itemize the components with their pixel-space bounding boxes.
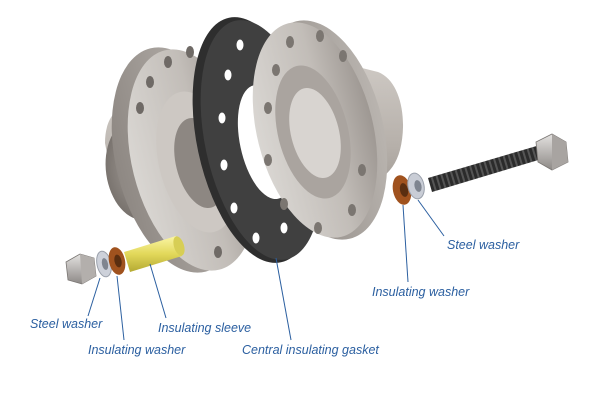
right-flange xyxy=(252,20,404,240)
label-insulating-washer-right: Insulating washer xyxy=(372,285,470,299)
leader-insulating-washer-right xyxy=(402,204,409,283)
label-steel-washer-left: Steel washer xyxy=(30,317,103,331)
left-bolt-assembly xyxy=(65,236,185,285)
leader-insulating-washer-left xyxy=(116,275,125,341)
right-nut xyxy=(535,133,569,171)
label-steel-washer-right: Steel washer xyxy=(447,238,520,252)
leader-insulating-sleeve xyxy=(149,263,167,319)
right-flange-bolt-holes xyxy=(264,30,366,234)
insulating-sleeve xyxy=(124,236,185,272)
leader-lines xyxy=(87,199,445,341)
leader-steel-washer-left xyxy=(87,277,101,317)
leader-central-gasket xyxy=(275,257,292,341)
stud-bolt xyxy=(428,145,545,192)
label-insulating-washer-left: Insulating washer xyxy=(88,343,186,357)
label-insulating-sleeve: Insulating sleeve xyxy=(158,321,252,335)
left-nut xyxy=(65,253,97,285)
right-bolt-assembly xyxy=(392,133,569,205)
label-central-gasket: Central insulating gasket xyxy=(242,343,379,357)
leader-steel-washer-right xyxy=(417,199,445,237)
